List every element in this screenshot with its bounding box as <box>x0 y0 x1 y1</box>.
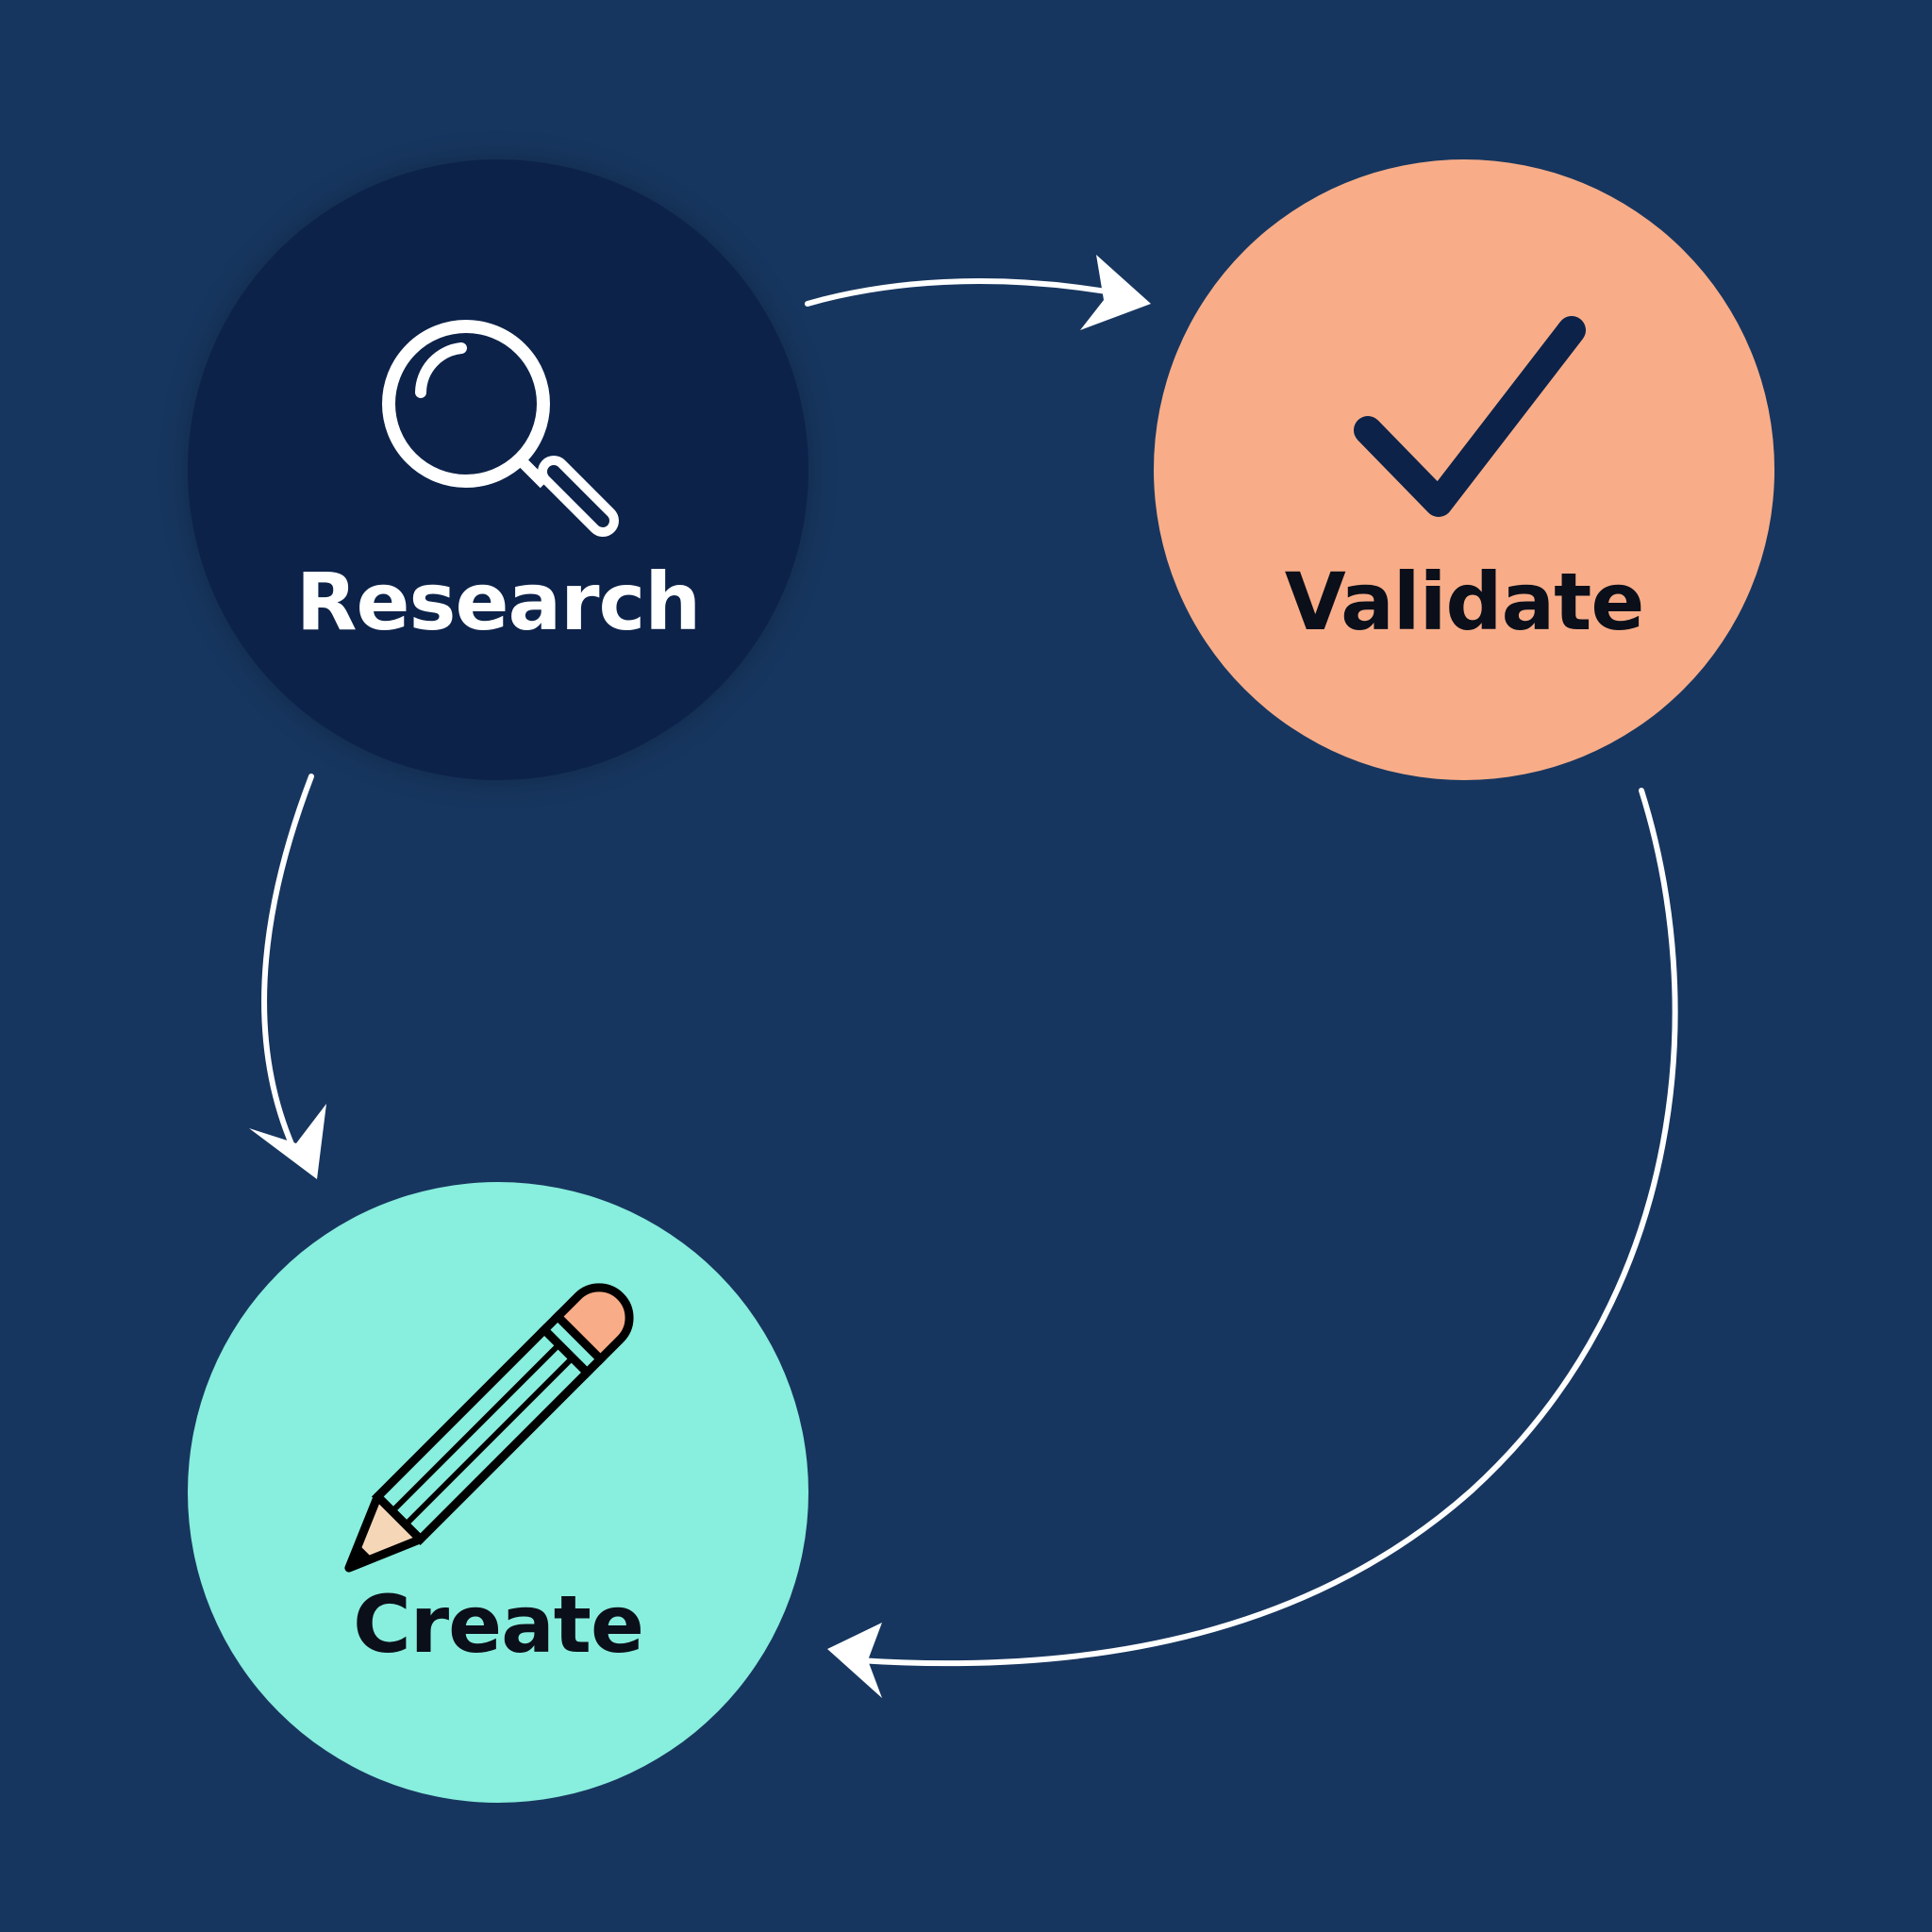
magnifying-glass-icon <box>382 320 619 537</box>
pencil-icon <box>344 1283 634 1573</box>
arrowhead-research-create <box>249 1104 326 1179</box>
research-node: Research <box>188 159 808 780</box>
validate-node: Validate <box>1154 159 1774 780</box>
arrow-validate-to-create <box>856 788 1678 1667</box>
create-label: Create <box>353 1578 644 1671</box>
checkmark-icon <box>1354 316 1586 517</box>
arrowhead-create <box>827 1623 882 1698</box>
validate-label: Validate <box>1284 556 1645 648</box>
arrowhead-validate <box>1080 255 1151 330</box>
arrow-research-to-create <box>261 774 314 1149</box>
create-node: Create <box>188 1182 808 1803</box>
arrow-research-to-validate <box>805 278 1125 307</box>
research-label: Research <box>295 556 701 648</box>
